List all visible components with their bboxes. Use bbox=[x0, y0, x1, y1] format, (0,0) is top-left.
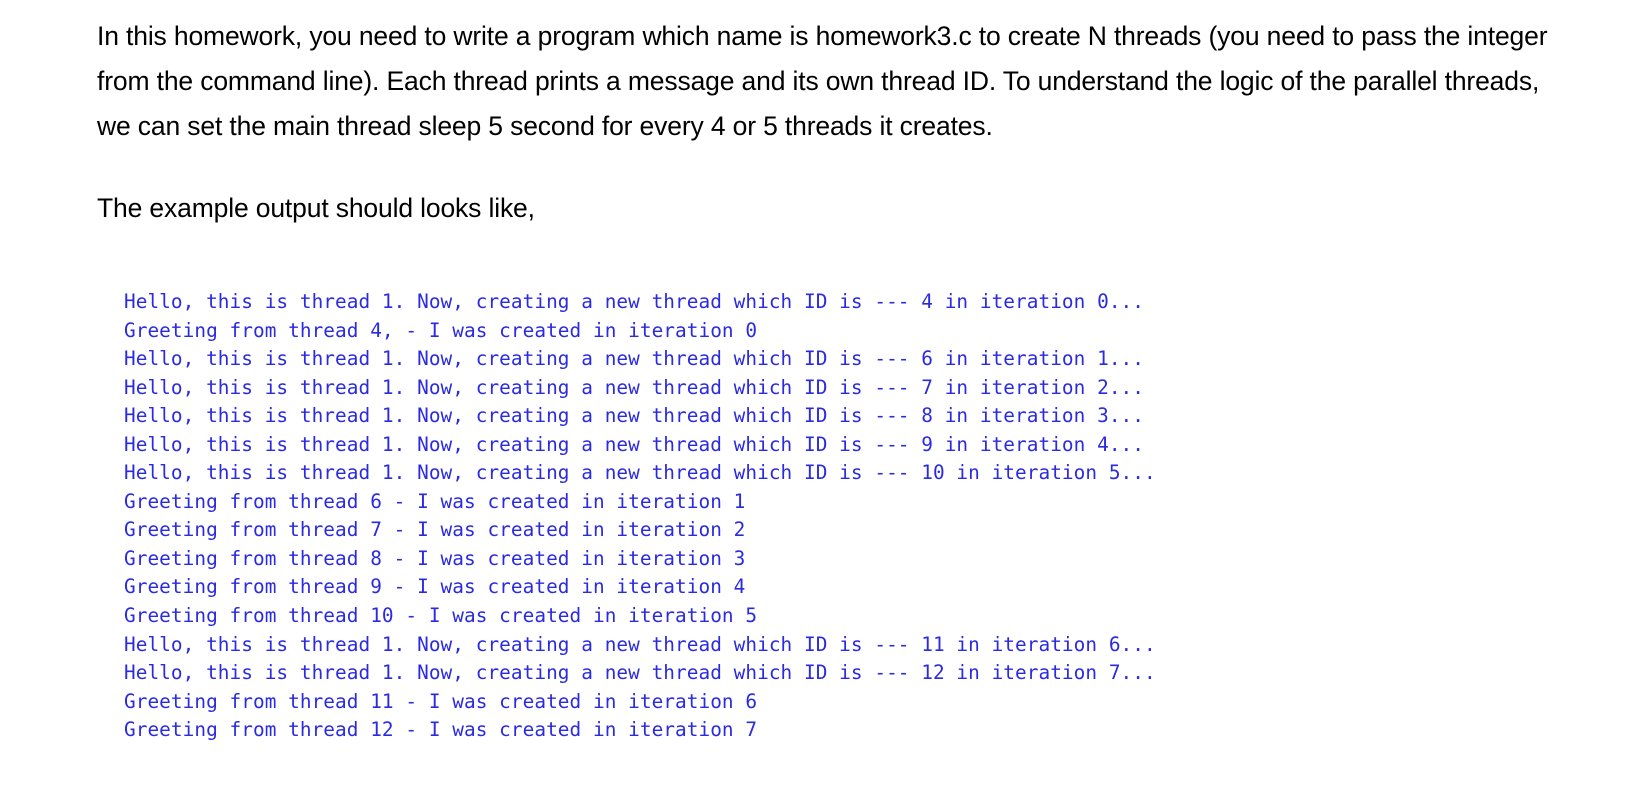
code-lines-container: Hello, this is thread 1. Now, creating a… bbox=[124, 288, 1156, 745]
example-output-code-block: Hello, this is thread 1. Now, creating a… bbox=[124, 288, 1156, 745]
code-line: Hello, this is thread 1. Now, creating a… bbox=[124, 632, 1156, 656]
code-line: Greeting from thread 8 - I was created i… bbox=[124, 546, 746, 570]
code-line: Greeting from thread 6 - I was created i… bbox=[124, 489, 746, 513]
code-line: Hello, this is thread 1. Now, creating a… bbox=[124, 661, 1156, 685]
code-line: Greeting from thread 12 - I was created … bbox=[124, 718, 758, 742]
example-output-intro-paragraph: The example output should looks like, bbox=[97, 193, 535, 223]
code-line: Greeting from thread 11 - I was created … bbox=[124, 689, 758, 713]
code-line: Hello, this is thread 1. Now, creating a… bbox=[124, 347, 1144, 371]
code-line: Hello, this is thread 1. Now, creating a… bbox=[124, 432, 1144, 456]
code-line: Hello, this is thread 1. Now, creating a… bbox=[124, 375, 1144, 399]
code-line: Hello, this is thread 1. Now, creating a… bbox=[124, 290, 1144, 313]
code-line: Greeting from thread 9 - I was created i… bbox=[124, 575, 746, 599]
code-line: Hello, this is thread 1. Now, creating a… bbox=[124, 404, 1144, 428]
code-line: Greeting from thread 7 - I was created i… bbox=[124, 518, 746, 542]
document-body: In this homework, you need to write a pr… bbox=[97, 14, 1555, 231]
code-line: Hello, this is thread 1. Now, creating a… bbox=[124, 461, 1156, 485]
code-line: Greeting from thread 4, - I was created … bbox=[124, 318, 758, 342]
code-line: Greeting from thread 10 - I was created … bbox=[124, 604, 758, 628]
assignment-description-paragraph: In this homework, you need to write a pr… bbox=[97, 21, 1548, 141]
